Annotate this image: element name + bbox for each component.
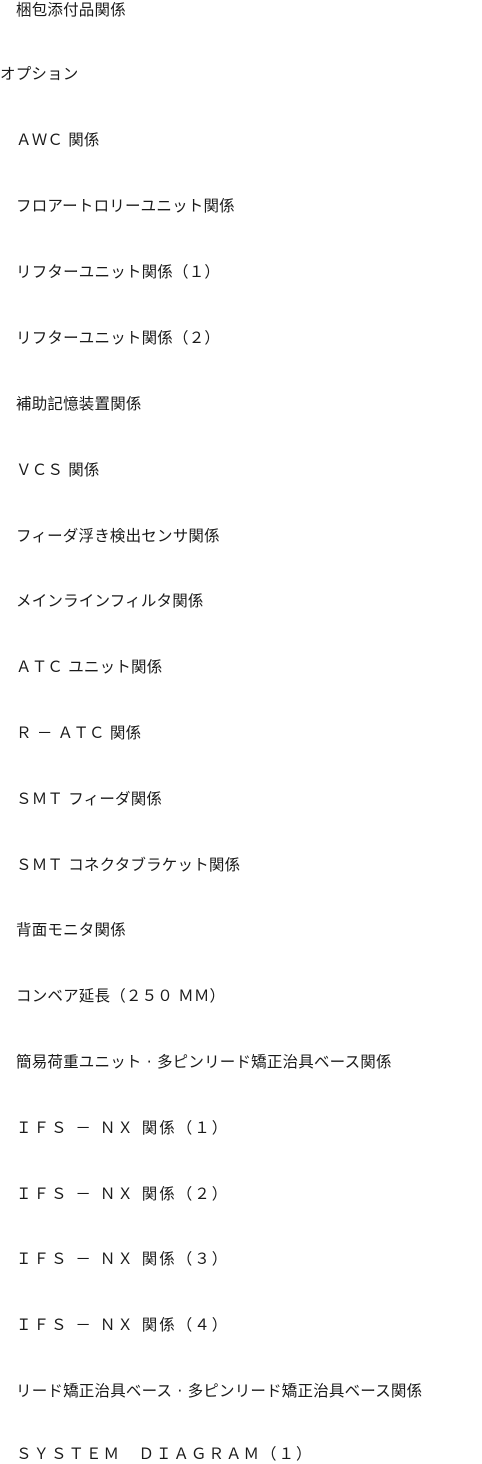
toc-item-smt-connector-bracket[interactable]: ＳＭＴ コネクタブラケット関係 — [16, 856, 241, 874]
toc-item-auxiliary-storage[interactable]: 補助記憶装置関係 — [16, 395, 142, 413]
toc-item-main-line-filter[interactable]: メインラインフィルタ関係 — [16, 592, 204, 610]
toc-item-conveyor-extension[interactable]: コンベア延長（２５０ ＭＭ） — [16, 987, 226, 1005]
toc-item-simple-load-unit[interactable]: 簡易荷重ユニット · 多ピンリード矯正治具ベース関係 — [16, 1053, 392, 1071]
toc-item-smt-feeder[interactable]: ＳＭＴ フィーダ関係 — [16, 790, 163, 808]
toc-item-r-atc[interactable]: Ｒ － ＡＴＣ 関係 — [16, 724, 142, 742]
toc-item-floor-trolley-unit[interactable]: フロアートロリーユニット関係 — [16, 197, 235, 215]
toc-item-ifs-nx-1[interactable]: ＩＦＳ － ＮＸ 関係（１） — [16, 1119, 230, 1137]
toc-item-lead-straightening-jig-base[interactable]: リード矯正治具ベース · 多ピンリード矯正治具ベース関係 — [16, 1382, 423, 1400]
toc-item-vcs[interactable]: ＶＣＳ 関係 — [16, 461, 100, 479]
toc-item-rear-monitor[interactable]: 背面モニタ関係 — [16, 921, 126, 939]
toc-item-atc-unit[interactable]: ＡＴＣ ユニット関係 — [16, 658, 163, 676]
section-title-options: オプション — [0, 65, 79, 83]
toc-item-packing-accessories[interactable]: 梱包添付品関係 — [16, 1, 126, 19]
toc-item-feeder-float-sensor[interactable]: フィーダ浮き検出センサ関係 — [16, 527, 220, 545]
toc-item-ifs-nx-2[interactable]: ＩＦＳ － ＮＸ 関係（２） — [16, 1185, 230, 1203]
toc-item-awc[interactable]: ＡＷＣ 関係 — [16, 131, 100, 149]
toc-item-ifs-nx-3[interactable]: ＩＦＳ － ＮＸ 関係（３） — [16, 1250, 230, 1268]
toc-item-lifter-unit-2[interactable]: リフターユニット関係（２） — [16, 329, 221, 347]
toc-item-ifs-nx-4[interactable]: ＩＦＳ － ＮＸ 関係（４） — [16, 1316, 230, 1334]
toc-item-system-diagram-1[interactable]: ＳＹＳＴＥＭ ＤＩＡＧＲＡＭ（１） — [16, 1445, 314, 1463]
toc-item-lifter-unit-1[interactable]: リフターユニット関係（１） — [16, 263, 221, 281]
